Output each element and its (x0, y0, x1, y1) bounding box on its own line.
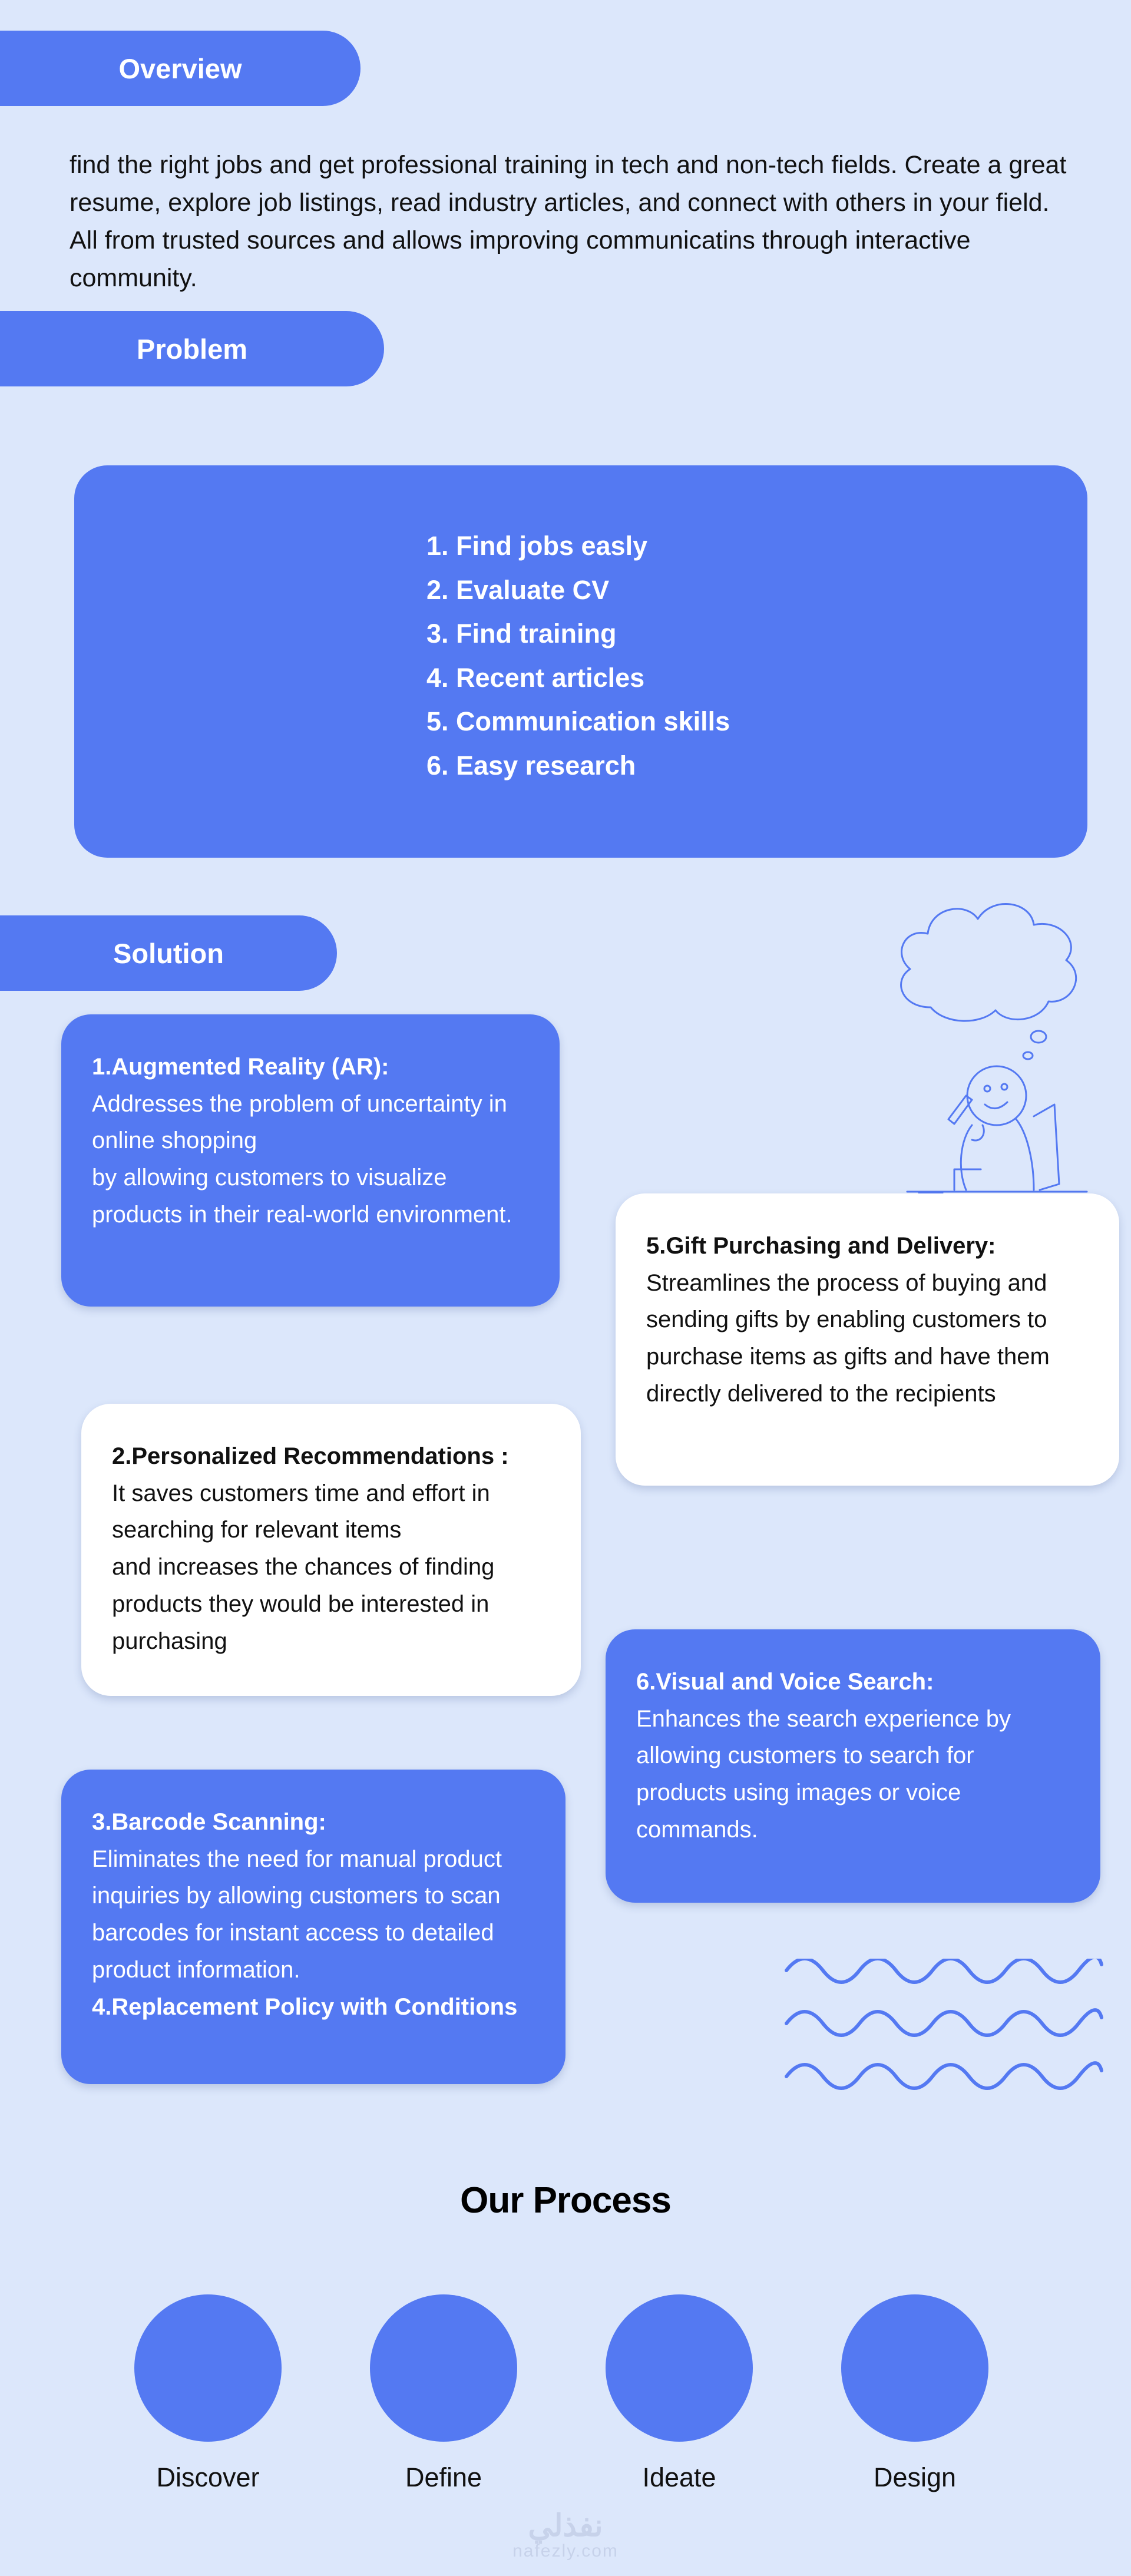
process-step-label: Design (873, 2462, 957, 2492)
solution-card-gift-purchasing: 5.Gift Purchasing and Delivery: Streamli… (616, 1193, 1119, 1486)
solution-card-title: 5.Gift Purchasing and Delivery: (646, 1233, 996, 1259)
process-circle (606, 2294, 753, 2442)
solution-card-barcode-scanning: 3.Barcode Scanning: Eliminates the need … (61, 1770, 566, 2084)
solution-card-body: It saves customers time and effort in se… (112, 1480, 495, 1654)
problem-item: 3. Find training (426, 619, 617, 649)
overview-text: find the right jobs and get professional… (70, 151, 1067, 292)
solution-heading: Solution (113, 937, 224, 969)
problem-item: 4. Recent articles (426, 662, 645, 693)
solution-card-augmented-reality: 1.Augmented Reality (AR): Addresses the … (61, 1014, 560, 1307)
watermark-arabic: نفذلي (528, 2509, 603, 2543)
problem-list: 1. Find jobs easly 2. Evaluate CV 3. Fin… (426, 524, 730, 788)
process-circle (134, 2294, 282, 2442)
process-circle (370, 2294, 517, 2442)
process-step-label: Define (405, 2462, 482, 2492)
watermark-latin: nafezly.com (512, 2541, 619, 2561)
process-step-design: Design (821, 2294, 1009, 2493)
problem-card: 1. Find jobs easly 2. Evaluate CV 3. Fin… (74, 465, 1087, 858)
solution-card-title: 3.Barcode Scanning: (92, 1809, 326, 1835)
problem-item: 5. Communication skills (426, 706, 730, 736)
solution-heading-pill: Solution (0, 915, 337, 991)
process-circle (841, 2294, 988, 2442)
process-step-define: Define (349, 2294, 538, 2493)
process-step-ideate: Ideate (585, 2294, 773, 2493)
problem-item: 6. Easy research (426, 750, 636, 781)
solution-card-title: 1.Augmented Reality (AR): (92, 1054, 389, 1080)
solution-card-extra: 4.Replacement Policy with Conditions (92, 1993, 518, 2020)
process-step-label: Ideate (642, 2462, 716, 2492)
overview-heading-pill: Overview (0, 31, 361, 106)
solution-card-body: Eliminates the need for manual product i… (92, 1846, 502, 1983)
problem-heading-pill: Problem (0, 311, 384, 386)
process-heading: Our Process (460, 2180, 672, 2221)
solution-card-title: 2.Personalized Recommendations : (112, 1443, 509, 1469)
problem-heading: Problem (136, 333, 248, 365)
process-step-discover: Discover (114, 2294, 302, 2493)
process-step-label: Discover (156, 2462, 260, 2492)
wave-lines-icon (785, 1959, 1103, 2090)
thinking-person-icon (900, 903, 1088, 1194)
solution-card-visual-voice-search: 6.Visual and Voice Search: Enhances the … (606, 1629, 1100, 1903)
overview-heading: Overview (118, 52, 242, 84)
solution-card-body: Enhances the search experience by allowi… (636, 1705, 1011, 1843)
solution-card-body: Streamlines the process of buying and se… (646, 1269, 1050, 1407)
solution-card-title: 6.Visual and Voice Search: (636, 1669, 934, 1695)
solution-card-body: Addresses the problem of uncertainty in … (92, 1090, 512, 1228)
solution-card-personalized-recommendations: 2.Personalized Recommendations : It save… (81, 1404, 581, 1696)
problem-item: 2. Evaluate CV (426, 574, 610, 605)
problem-item: 1. Find jobs easly (426, 531, 648, 561)
watermark: نفذلي nafezly.com (0, 2511, 1131, 2561)
